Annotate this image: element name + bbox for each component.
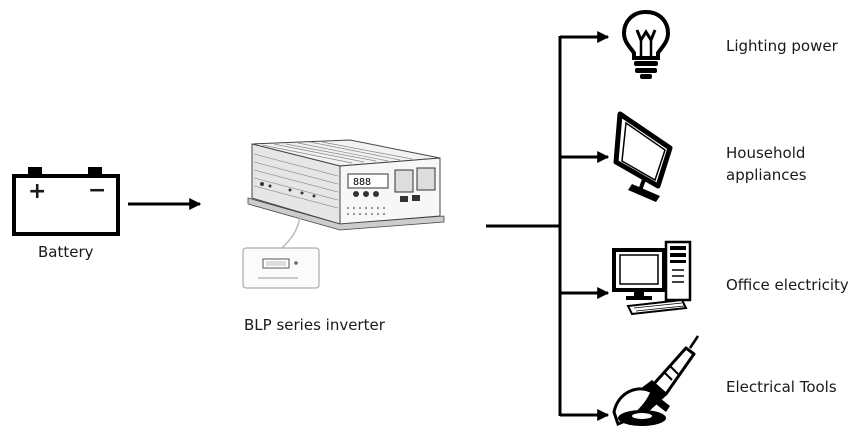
battery-plus-sign: + xyxy=(28,179,47,204)
battery-label: Battery xyxy=(38,243,94,261)
inverter-display-readout: 888 xyxy=(353,177,371,188)
monitor-icon xyxy=(612,110,676,202)
inverter-label: BLP series inverter xyxy=(244,316,385,334)
output-label-tools: Electrical Tools xyxy=(726,378,837,396)
light-bulb-icon xyxy=(620,8,672,80)
output-label-lighting: Lighting power xyxy=(726,37,838,55)
inverter-image: 888 xyxy=(240,132,445,292)
battery-icon: + − xyxy=(10,164,122,238)
angle-grinder-icon xyxy=(612,334,704,430)
output-label-office: Office electricity xyxy=(726,276,849,294)
battery-minus-sign: − xyxy=(88,178,107,203)
output-label-household: Household appliances xyxy=(726,144,807,184)
desktop-computer-icon xyxy=(612,240,694,318)
